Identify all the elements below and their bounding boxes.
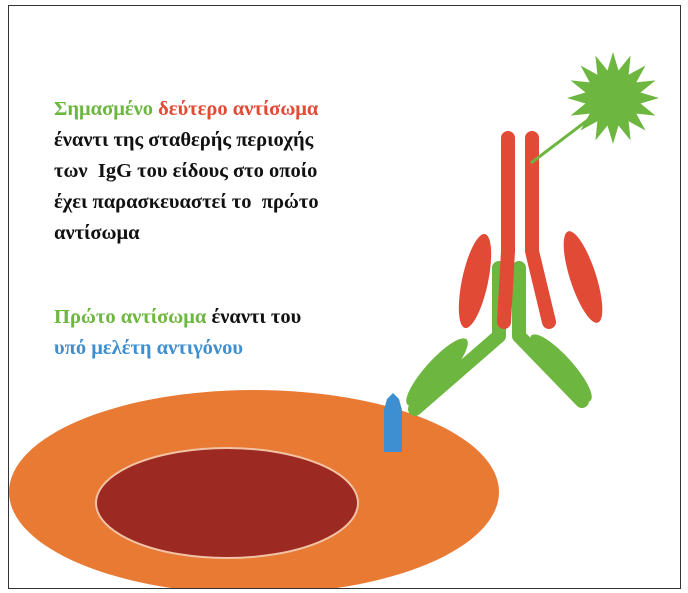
secondary-label-line-5: αντίσωμα: [54, 218, 319, 249]
secondary-antibody: [452, 138, 610, 331]
secondary-antibody-label: Σημασμένο δεύτερο αντίσωμα έναντι της στ…: [54, 94, 319, 249]
secondary-label-line-2: έναντι της σταθερής περιοχής: [54, 125, 319, 156]
primary-antibody-light-chain-right: [523, 327, 600, 408]
primary-label-line-2: υπό μελέτη αντιγόνου: [54, 333, 301, 364]
secondary-label-line-3: των IgG του είδους στο οποίο: [54, 156, 319, 187]
primary-label-rest: έναντι του: [206, 306, 301, 328]
secondary-antibody-heavy-chain-right: [532, 138, 549, 322]
secondary-antibody-light-chain-right: [556, 227, 610, 326]
primary-label-line-1: Πρώτο αντίσωμα έναντι του: [54, 302, 301, 333]
secondary-antibody-light-chain-left: [452, 231, 497, 330]
secondary-antibody-word: δεύτερο αντίσωμα: [158, 98, 318, 120]
secondary-label-line-4: έχει παρασκευαστεί το πρώτο: [54, 187, 319, 218]
secondary-antibody-heavy-chain-left: [504, 138, 508, 322]
cell-nucleus: [96, 448, 358, 558]
label-star: [567, 52, 659, 144]
secondary-label-line-1: Σημασμένο δεύτερο αντίσωμα: [54, 94, 319, 125]
primary-antibody-label: Πρώτο αντίσωμα έναντι του υπό μελέτη αντ…: [54, 302, 301, 364]
antigen: [384, 393, 402, 452]
primary-antibody-word: Πρώτο αντίσωμα: [54, 306, 206, 328]
diagram-frame: Σημασμένο δεύτερο αντίσωμα έναντι της στ…: [8, 5, 681, 589]
labeled-word: Σημασμένο: [54, 98, 153, 120]
